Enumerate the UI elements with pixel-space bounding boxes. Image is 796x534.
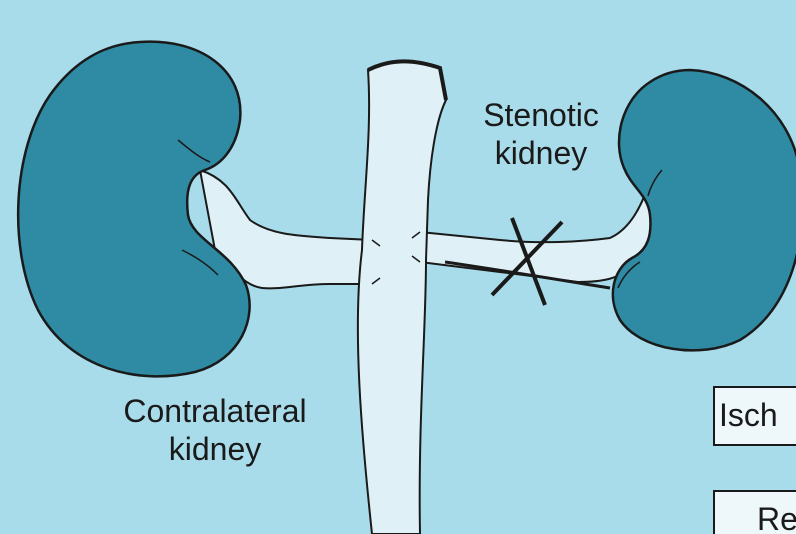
contralateral-kidney-label: Contralateral kidney [70, 392, 360, 469]
stenotic-kidney-label: Stenotic kidney [446, 96, 636, 173]
contralateral-kidney-label-line2: kidney [70, 430, 360, 468]
contralateral-kidney-label-line1: Contralateral [70, 392, 360, 430]
aorta [358, 61, 446, 534]
renin-box: Re [713, 490, 796, 534]
ischemia-box: Isch [713, 386, 796, 446]
stenotic-kidney-label-line1: Stenotic [446, 96, 636, 134]
stenotic-kidney-label-line2: kidney [446, 134, 636, 172]
